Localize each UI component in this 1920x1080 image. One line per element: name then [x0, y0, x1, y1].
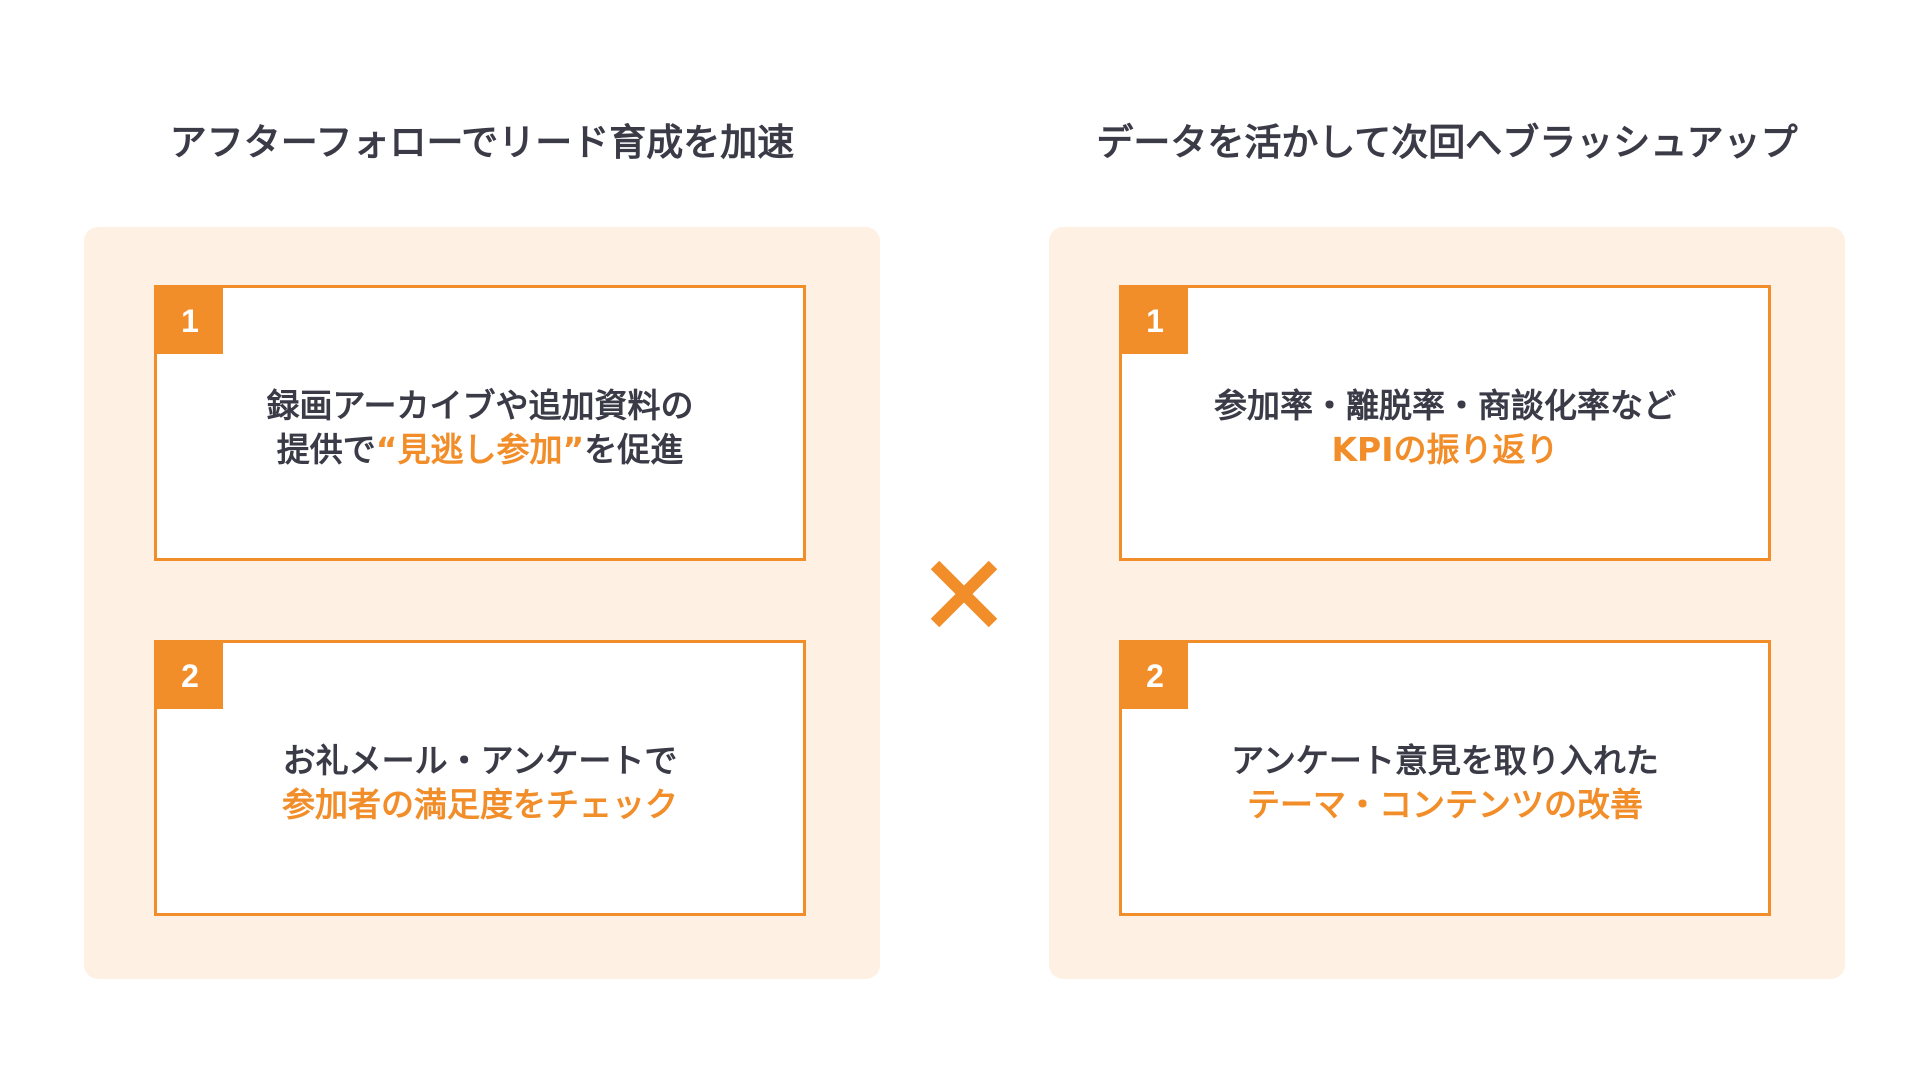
times-icon: [930, 560, 998, 628]
card-text: お礼メール・アンケートで 参加者の満足度をチェック: [157, 739, 803, 827]
card-line-2-highlight: “見逃し参加”: [375, 430, 585, 469]
card-line-2: 提供で“見逃し参加”を促進: [157, 428, 803, 472]
card-number-badge: 1: [157, 288, 223, 354]
card-line-1: アンケート意見を取り入れた: [1231, 741, 1659, 780]
card-line-1: お礼メール・アンケートで: [282, 741, 678, 780]
left-card-2: 2 お礼メール・アンケートで 参加者の満足度をチェック: [154, 640, 806, 916]
card-text: 録画アーカイブや追加資料の 提供で“見逃し参加”を促進: [157, 384, 803, 472]
card-line-2-text: 提供で: [276, 430, 376, 469]
left-column-title: アフターフォローでリード育成を加速: [169, 121, 795, 164]
right-panel: 1 参加率・離脱率・商談化率など KPIの振り返り 2 アンケート意見を取り入れ…: [1049, 227, 1845, 979]
right-card-1: 1 参加率・離脱率・商談化率など KPIの振り返り: [1119, 285, 1771, 561]
left-panel: 1 録画アーカイブや追加資料の 提供で“見逃し参加”を促進 2 お礼メール・アン…: [84, 227, 880, 979]
right-column-title: データを活かして次回へブラッシュアップ: [1096, 121, 1798, 164]
card-line-2-text-after: を促進: [584, 430, 684, 469]
card-text: アンケート意見を取り入れた テーマ・コンテンツの改善: [1122, 739, 1768, 827]
right-card-2: 2 アンケート意見を取り入れた テーマ・コンテンツの改善: [1119, 640, 1771, 916]
card-line-1: 参加率・離脱率・商談化率など: [1214, 386, 1676, 425]
card-line-2-highlight: テーマ・コンテンツの改善: [1247, 785, 1643, 824]
card-number-badge: 2: [157, 643, 223, 709]
card-number-badge: 2: [1122, 643, 1188, 709]
card-line-2-highlight: KPIの振り返り: [1331, 430, 1559, 469]
card-text: 参加率・離脱率・商談化率など KPIの振り返り: [1122, 384, 1768, 472]
card-number-badge: 1: [1122, 288, 1188, 354]
card-line-1: 録画アーカイブや追加資料の: [266, 386, 694, 425]
card-line-2-highlight: 参加者の満足度をチェック: [282, 785, 678, 824]
left-card-1: 1 録画アーカイブや追加資料の 提供で“見逃し参加”を促進: [154, 285, 806, 561]
